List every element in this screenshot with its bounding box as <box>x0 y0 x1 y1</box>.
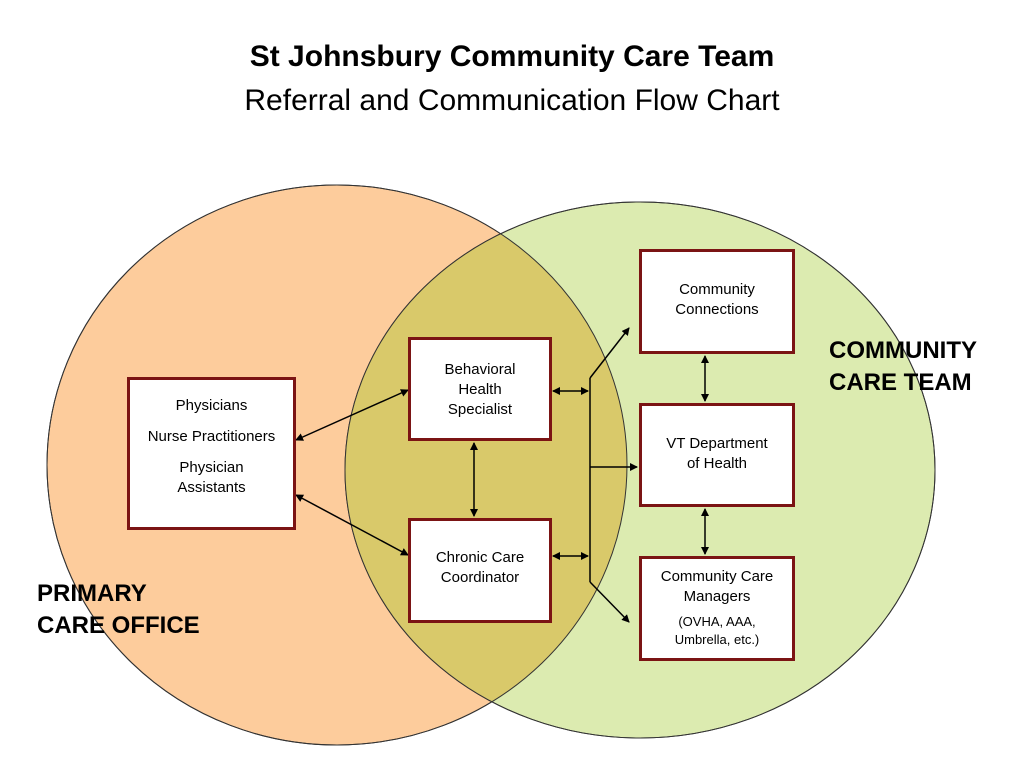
arrow-bus-care-managers <box>589 581 630 623</box>
primary-label-line-1: PRIMARY <box>37 580 147 607</box>
community-label-line-2: CARE TEAM <box>829 369 972 396</box>
chronic-label-1: Chronic Care <box>435 549 525 566</box>
connections-label-2: Connections <box>675 301 759 318</box>
physicians-label: Physicians <box>175 397 248 414</box>
physician-assistants-label: Physician <box>179 459 244 476</box>
nurse-practitioners-label: Nurse Practitioners <box>147 428 276 445</box>
managers-note-1: (OVHA, AAA, <box>678 614 756 629</box>
arrow-physicians-behavioral <box>295 389 409 441</box>
arrow-physicians-chronic <box>295 494 409 556</box>
arrow-bus-community-connections <box>589 327 630 379</box>
physicians-box: Physicians Nurse Practitioners Physician… <box>127 377 296 530</box>
page-title: St Johnsbury Community Care Team <box>249 40 775 73</box>
behavioral-label-1: Behavioral <box>444 361 516 378</box>
managers-label-2: Managers <box>683 588 751 605</box>
vt-health-label-1: VT Department <box>666 435 768 452</box>
community-care-team-label: COMMUNITY CARE TEAM <box>829 335 977 399</box>
vt-health-label-2: of Health <box>686 455 748 472</box>
page-subtitle: Referral and Communication Flow Chart <box>244 84 780 117</box>
primary-label-line-2: CARE OFFICE <box>37 612 200 639</box>
behavioral-health-box: Behavioral Health Specialist <box>408 337 552 441</box>
behavioral-label-2: Health <box>458 381 502 398</box>
connections-label-1: Community <box>679 281 755 298</box>
care-managers-box: Community Care Managers (OVHA, AAA, Umbr… <box>639 556 795 661</box>
chronic-care-box: Chronic Care Coordinator <box>408 518 552 623</box>
behavioral-label-3: Specialist <box>447 401 513 418</box>
primary-care-circle-outline <box>46 184 628 746</box>
community-care-circle-outline <box>344 201 936 739</box>
physician-assistants-label-2: Assistants <box>177 479 246 496</box>
community-connections-box: Community Connections <box>639 249 795 354</box>
community-label-line-1: COMMUNITY <box>829 337 977 364</box>
primary-care-office-label: PRIMARY CARE OFFICE <box>37 578 200 642</box>
chronic-label-2: Coordinator <box>440 569 520 586</box>
managers-label-1: Community Care <box>660 568 774 585</box>
vt-health-box: VT Department of Health <box>639 403 795 507</box>
managers-note-2: Umbrella, etc.) <box>674 632 760 647</box>
